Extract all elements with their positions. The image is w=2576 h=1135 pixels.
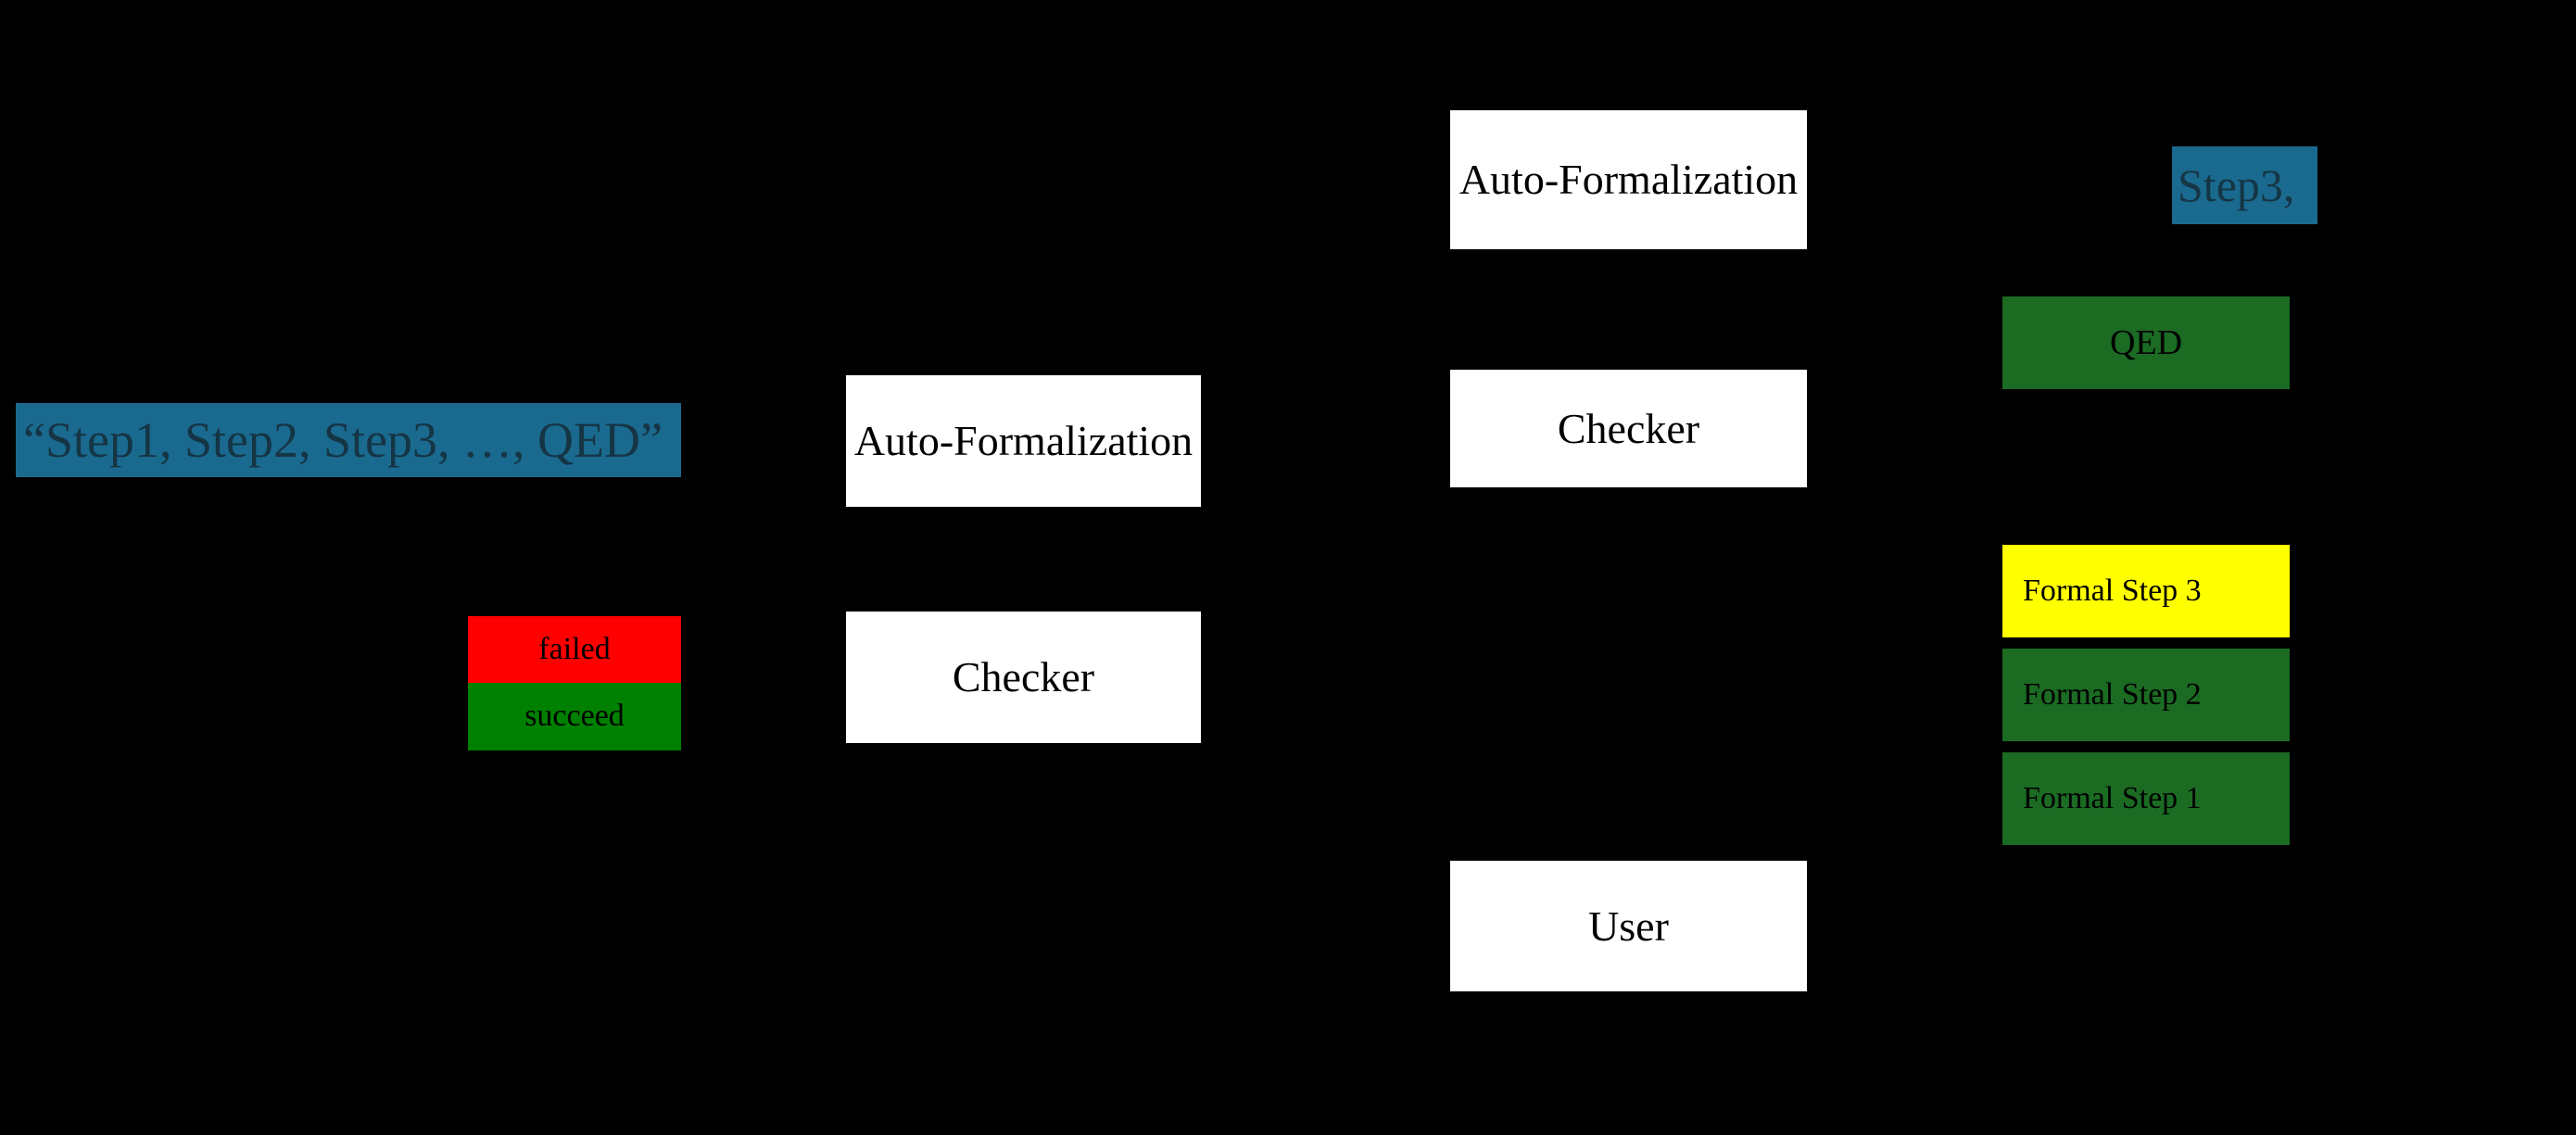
legend-succeed-label: succeed [524,699,625,734]
checker-label-stage-2: Checker [1557,404,1700,452]
legend-succeed-swatch: succeed [468,683,681,750]
remaining-informal-step-box: Step3, [2172,146,2317,224]
formal-step-1-box: Formal Step 1 [2002,752,2290,845]
qed-box: QED [2002,296,2290,389]
autoformalization-label-stage-2: Auto-Formalization [1458,156,1799,204]
formal-step-3-box: Formal Step 3 [2002,545,2290,637]
informal-proof-label: “Step1, Step2, Step3, …, QED” [23,411,663,468]
user-label: User [1588,902,1669,950]
checker-label-stage-1: Checker [952,653,1095,701]
informal-proof-box: “Step1, Step2, Step3, …, QED” [16,403,681,477]
formal-step-1-label: Formal Step 1 [2023,780,2202,815]
legend-failed-label: failed [538,631,611,666]
checker-module-stage-1: Checker [846,612,1201,743]
remaining-informal-step-label: Step3, [2178,159,2295,211]
autoformalization-module-stage-2: Auto-Formalization [1450,110,1807,249]
user-module: User [1450,861,1807,991]
formal-step-2-label: Formal Step 2 [2023,676,2202,712]
legend-failed-swatch: failed [468,616,681,683]
qed-label: QED [2109,322,2183,362]
autoformalization-module-stage-1: Auto-Formalization [846,375,1201,507]
formal-step-3-label: Formal Step 3 [2023,573,2202,608]
checker-module-stage-2: Checker [1450,370,1807,487]
autoformalization-label-stage-1: Auto-Formalization [853,417,1193,465]
formal-step-2-box: Formal Step 2 [2002,649,2290,741]
